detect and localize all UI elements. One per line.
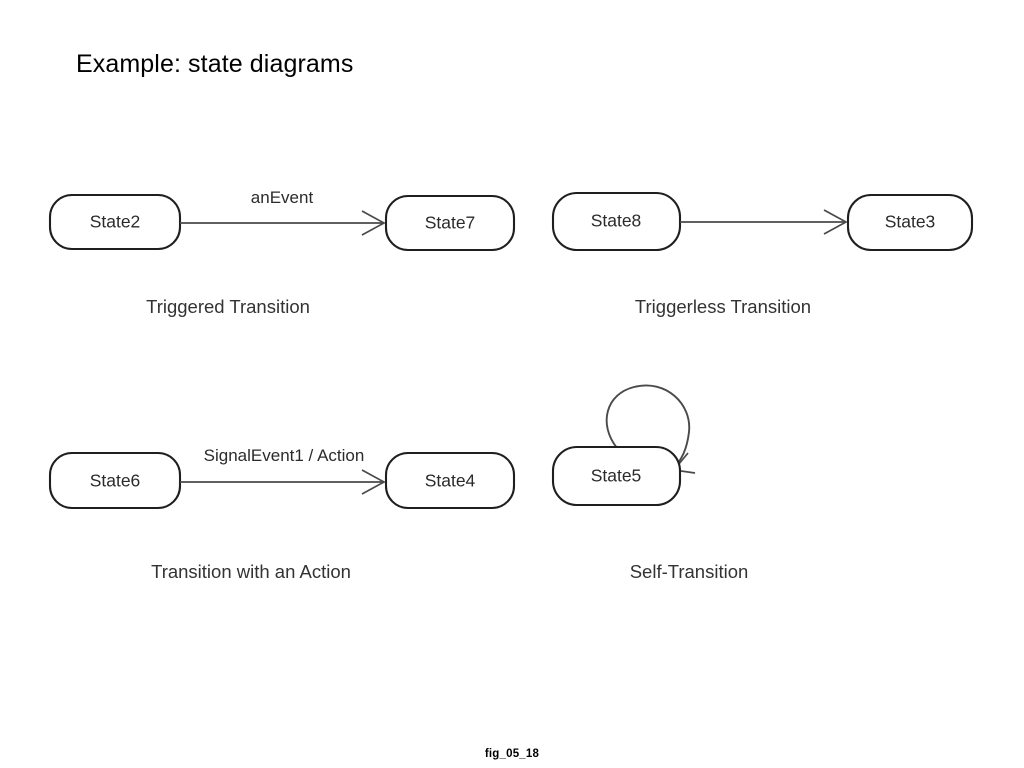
state-node-state3[interactable]: State3 bbox=[846, 193, 974, 252]
state-box-shape bbox=[846, 193, 974, 252]
panel-triggered-transition: State2 anEvent State7 Triggered Transiti… bbox=[48, 188, 516, 317]
state-label: State4 bbox=[425, 471, 476, 491]
state-label: State8 bbox=[591, 211, 642, 231]
state-label: State3 bbox=[885, 212, 936, 232]
state-node-state6[interactable]: State6 bbox=[48, 451, 182, 510]
state-node-state5[interactable]: State5 bbox=[551, 445, 682, 507]
arrowhead-open-v bbox=[361, 469, 386, 495]
state-label: State2 bbox=[90, 212, 141, 232]
state-label: State7 bbox=[425, 213, 476, 233]
transition-event-action-label: SignalEvent1 / Action bbox=[204, 446, 365, 465]
arrowhead-open-v bbox=[823, 209, 848, 235]
state-node-state4[interactable]: State4 bbox=[384, 451, 516, 510]
transition-state8-to-state3[interactable] bbox=[680, 209, 848, 235]
panel-caption: Transition with an Action bbox=[151, 561, 351, 582]
state-box-shape bbox=[384, 194, 516, 252]
transition-state6-to-state4[interactable]: SignalEvent1 / Action bbox=[180, 446, 386, 495]
figure-number-footer: fig_05_18 bbox=[484, 748, 540, 760]
panel-caption: Triggerless Transition bbox=[635, 296, 811, 317]
state-box-shape bbox=[551, 445, 682, 507]
state-box-shape bbox=[384, 451, 516, 510]
transition-event-label: anEvent bbox=[251, 188, 314, 207]
state-node-state2[interactable]: State2 bbox=[48, 193, 182, 251]
state-label: State5 bbox=[591, 466, 642, 486]
panel-self-transition: State5 Self-Transition bbox=[551, 384, 749, 582]
state-node-state8[interactable]: State8 bbox=[551, 191, 682, 252]
state-node-state7[interactable]: State7 bbox=[384, 194, 516, 252]
panel-caption: Triggered Transition bbox=[146, 296, 310, 317]
panel-triggerless-transition: State8 State3 Triggerless Transition bbox=[551, 191, 974, 317]
state-box-shape bbox=[48, 193, 182, 251]
transition-state2-to-state7[interactable]: anEvent bbox=[180, 188, 386, 236]
state-label: State6 bbox=[90, 471, 141, 491]
page-title: Example: state diagrams bbox=[76, 50, 354, 78]
state-box-shape bbox=[48, 451, 182, 510]
self-loop-path bbox=[605, 384, 691, 469]
panel-transition-with-action: State6 SignalEvent1 / Action State4 Tran… bbox=[48, 446, 516, 582]
arrowhead-open-v bbox=[361, 210, 386, 236]
panel-caption: Self-Transition bbox=[630, 561, 749, 582]
